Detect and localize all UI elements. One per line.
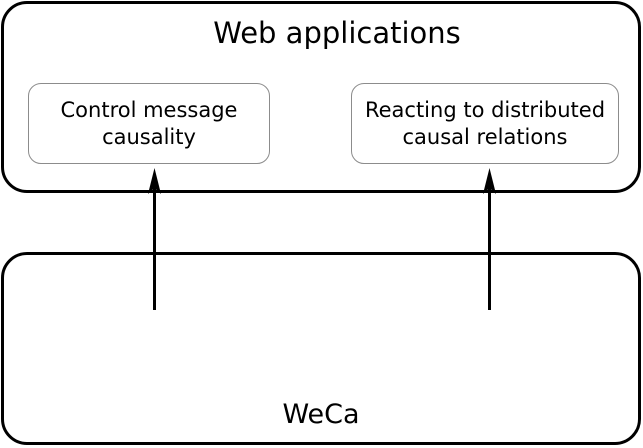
layer-web-applications-title: Web applications xyxy=(213,16,461,50)
layer-weca-title-text: WeCa xyxy=(282,399,360,430)
box-control-message-causality-label: Control message causality xyxy=(60,97,238,149)
box-control-message-causality: Control message causality xyxy=(28,83,270,164)
box-reacting-to-distributed-causal-relations-label: Reacting to distributed causal relations xyxy=(364,97,606,149)
layer-web-applications: Web applications Control message causali… xyxy=(1,1,641,193)
layer-weca-title: WeCa xyxy=(4,255,638,428)
layer-weca: WeCa Aspects + message ordering strategi… xyxy=(1,252,641,445)
box-reacting-to-distributed-causal-relations: Reacting to distributed causal relations xyxy=(351,83,619,164)
